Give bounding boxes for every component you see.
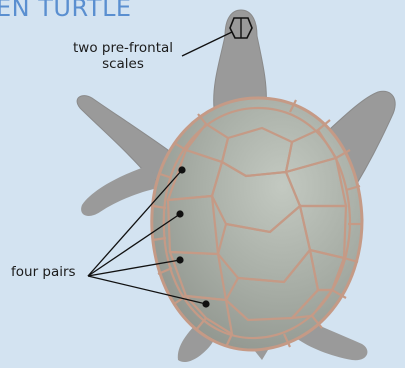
label-pre-frontal-line1: two pre-frontal bbox=[64, 40, 182, 56]
front-left-flipper bbox=[77, 96, 168, 181]
label-four-pairs: four pairs bbox=[11, 264, 76, 280]
label-pre-frontal-line2: scales bbox=[64, 56, 182, 72]
front-left-flipper-lower bbox=[81, 165, 158, 216]
carapace bbox=[152, 98, 362, 350]
label-pre-frontal-scales: two pre-frontal scales bbox=[64, 40, 182, 72]
